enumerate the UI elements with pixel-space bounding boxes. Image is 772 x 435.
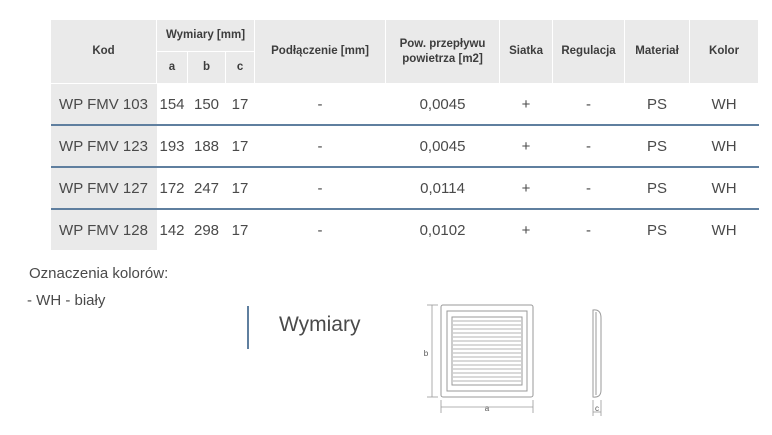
cell-kolor: WH: [689, 125, 759, 168]
dimension-line-c: [592, 400, 602, 416]
color-legend-title: Oznaczenia kolorów:: [29, 265, 169, 282]
cell-siatka: +: [521, 221, 531, 239]
cell-material: PS: [624, 125, 690, 168]
cell-pow: 0,0045: [385, 83, 500, 126]
header-siatka: Siatka: [499, 19, 554, 84]
cell-pow: 0,0045: [385, 125, 500, 168]
header-pow-line1: Pow. przepływu: [399, 37, 486, 50]
cell-b: 247: [187, 167, 226, 210]
header-c: c: [224, 51, 256, 84]
cell-siatka: +: [499, 167, 553, 210]
cell-kolor: WH: [689, 83, 759, 126]
cell-c: 17: [231, 221, 249, 239]
cell-b: 298: [193, 221, 220, 239]
dimension-label-c: c: [595, 404, 599, 413]
dimension-label-a: a: [485, 404, 490, 413]
dimensions-title: Wymiary: [279, 313, 361, 336]
table-row: WP FMV 103 154 150 17 - 0,0045 + - PS WH: [50, 83, 759, 126]
cell-regulacja: -: [552, 83, 625, 126]
header-pow-line2: powietrza [m2]: [402, 52, 483, 65]
dimension-label-b: b: [424, 349, 429, 358]
cell-a: 154: [156, 83, 188, 126]
cell-material: PS: [624, 83, 690, 126]
cell-podlaczenie: -: [317, 221, 323, 239]
cell-material: PS: [647, 221, 668, 239]
cell-regulacja: -: [552, 125, 625, 168]
cell-kod: WP FMV 128: [50, 209, 157, 250]
cell-podlaczenie: -: [254, 125, 386, 168]
cell-regulacja: -: [586, 221, 592, 239]
cell-siatka: +: [499, 83, 553, 126]
side-view-drawing: [592, 309, 602, 398]
color-legend-item: - WH - biały: [27, 292, 106, 309]
header-pow-przeplywu: Pow. przepływu powietrza [m2]: [385, 19, 501, 84]
header-b: b: [187, 51, 226, 84]
cell-podlaczenie: -: [254, 167, 386, 210]
spec-table: Kod Wymiary [mm] Podłączenie [mm] Pow. p…: [50, 19, 760, 250]
header-material: Materiał: [624, 19, 691, 84]
cell-c: 17: [225, 125, 255, 168]
header-a: a: [156, 51, 188, 84]
cell-regulacja: -: [552, 167, 625, 210]
cell-a: 142: [159, 221, 185, 239]
cell-a: 193: [156, 125, 188, 168]
front-view-drawing: [440, 304, 534, 398]
table-row: WP FMV 123 193 188 17 - 0,0045 + - PS WH: [50, 125, 759, 168]
header-kolor: Kolor: [689, 19, 760, 84]
dimension-line-b: [427, 304, 438, 398]
section-divider: [247, 306, 249, 349]
table-row: WP FMV 127 172 247 17 - 0,0114 + - PS WH: [50, 167, 759, 210]
cell-podlaczenie: -: [254, 83, 386, 126]
header-wymiary: Wymiary [mm]: [155, 19, 256, 52]
cell-kod: WP FMV 127: [50, 167, 157, 210]
cell-pow: 0,0102: [419, 221, 466, 239]
cell-pow: 0,0114: [385, 167, 500, 210]
cell-siatka: +: [499, 125, 553, 168]
header-kod: Kod: [50, 19, 157, 84]
cell-c: 17: [225, 83, 255, 126]
cell-kolor: WH: [689, 167, 759, 210]
cell-kod: WP FMV 103: [50, 83, 157, 126]
header-podlaczenie: Podłączenie [mm]: [254, 19, 387, 84]
dimension-line-a: [440, 400, 534, 413]
cell-material: PS: [624, 167, 690, 210]
cell-kod: WP FMV 123: [50, 125, 157, 168]
cell-b: 188: [187, 125, 226, 168]
header-regulacja: Regulacja: [552, 19, 626, 84]
cell-c: 17: [225, 167, 255, 210]
cell-b: 150: [187, 83, 226, 126]
cell-a: 172: [156, 167, 188, 210]
table-row: WP FMV 128 142 298 17 - 0,0102 + - PS WH: [50, 209, 759, 250]
cell-kolor: WH: [711, 221, 737, 239]
